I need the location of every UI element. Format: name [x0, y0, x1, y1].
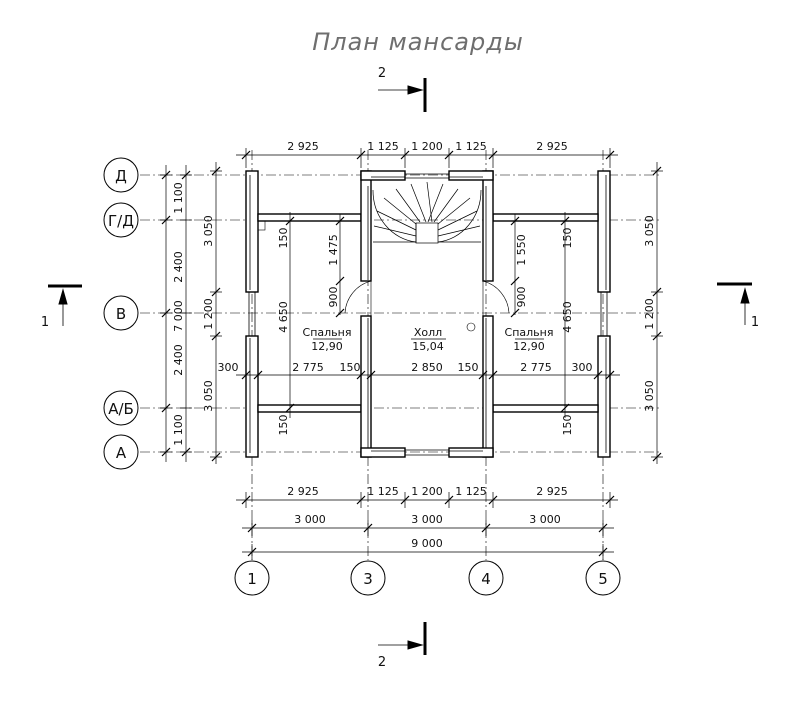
axis-label-4: 4	[481, 570, 491, 588]
dims-right: 3 050 1 200 3 050	[643, 162, 663, 464]
dimension-label: 1 200	[643, 298, 656, 330]
room-labels: Спальня 12,90 Холл 15,04 Спальня 12,90	[303, 326, 554, 353]
section-mark-1-left	[48, 284, 82, 326]
axis-label-gd: Г/Д	[108, 212, 134, 230]
dimension-label: 1 550	[515, 234, 528, 266]
dims-bottom: 2 925 1 125 1 200 1 125 2 925 3 000 3 00…	[236, 485, 618, 560]
dimension-label: 3 050	[202, 215, 215, 247]
dimension-label: 900	[515, 287, 528, 308]
dimension-label: 900	[327, 287, 340, 308]
dimension-label: 4 650	[561, 301, 574, 333]
dims-top: 2 925 1 125 1 200 1 125 2 925	[236, 140, 618, 168]
dimension-label: 150	[458, 361, 479, 374]
walls	[245, 170, 611, 458]
drawing-title: План мансарды	[312, 28, 524, 56]
room-area-left: 12,90	[311, 340, 343, 353]
axis-label-5: 5	[598, 570, 608, 588]
dimension-label: 1 100	[172, 182, 185, 214]
chimney-icon	[466, 322, 476, 332]
dimension-label: 300	[572, 361, 593, 374]
dimension-label: 150	[277, 228, 290, 249]
dims-interior-v: 150 4 650 150 1 475 900 1 550 900 150 4 …	[277, 212, 574, 436]
dimension-label: 1 100	[172, 414, 185, 446]
dimension-label: 150	[561, 228, 574, 249]
axis-label-3: 3	[363, 570, 373, 588]
dims-left: 1 100 2 400 7 000 2 400 1 100 3 050 1 20…	[160, 162, 222, 464]
dimension-label: 2 925	[287, 485, 319, 498]
dimension-label: 2 775	[520, 361, 552, 374]
dimension-label: 150	[277, 415, 290, 436]
dimension-label: 2 400	[172, 251, 185, 283]
dims-interior-h: 300 2 775 150 2 850 150 2 775 300	[218, 361, 620, 380]
doors	[257, 220, 510, 332]
dimension-label: 2 850	[411, 361, 443, 374]
dimension-label: 300	[218, 361, 239, 374]
staircase	[372, 181, 482, 244]
axis-label-a: А	[116, 444, 127, 462]
room-area-right: 12,90	[513, 340, 545, 353]
axis-label-v: В	[116, 305, 126, 323]
dimension-label: 1 200	[411, 140, 443, 153]
section-2-top-label: 2	[378, 66, 386, 81]
section-1-left-label: 1	[41, 315, 49, 330]
section-2-bottom-label: 2	[378, 655, 386, 670]
dimension-label: 3 050	[643, 380, 656, 412]
axis-label-1: 1	[247, 570, 257, 588]
dimension-label: 1 475	[327, 234, 340, 266]
dimension-label: 150	[340, 361, 361, 374]
dimension-label: 1 125	[455, 140, 487, 153]
dimension-label: 3 050	[643, 215, 656, 247]
axis-label-ab: А/Б	[108, 400, 134, 418]
grid-lines	[140, 150, 660, 560]
room-name-left: Спальня	[303, 326, 352, 339]
room-name-right: Спальня	[505, 326, 554, 339]
dimension-label: 2 925	[536, 140, 568, 153]
dimension-label: 1 200	[411, 485, 443, 498]
dimension-label: 2 775	[292, 361, 324, 374]
section-mark-2-top	[378, 78, 427, 112]
dimension-label: 4 650	[277, 301, 290, 333]
row-axes	[103, 157, 139, 470]
dimension-label: 1 125	[455, 485, 487, 498]
axis-label-d: Д	[115, 167, 127, 185]
dimension-label: 3 000	[411, 513, 443, 526]
dimension-label: 9 000	[411, 537, 443, 550]
room-area-hall: 15,04	[412, 340, 444, 353]
dimension-label: 1 200	[202, 298, 215, 330]
dimension-label: 7 000	[172, 300, 185, 332]
section-1-right-label: 1	[751, 315, 759, 330]
dimension-label: 150	[561, 415, 574, 436]
room-name-hall: Холл	[414, 326, 442, 339]
col-axes	[234, 560, 621, 596]
dimension-label: 2 925	[287, 140, 319, 153]
dimension-label: 1 125	[367, 485, 399, 498]
dimension-label: 3 000	[294, 513, 326, 526]
dimension-label: 2 925	[536, 485, 568, 498]
dimension-label: 1 125	[367, 140, 399, 153]
dimension-label: 3 000	[529, 513, 561, 526]
dimension-label: 2 400	[172, 344, 185, 376]
section-mark-2-bottom	[378, 622, 427, 655]
section-mark-1-right	[717, 282, 752, 325]
dimension-label: 3 050	[202, 380, 215, 412]
